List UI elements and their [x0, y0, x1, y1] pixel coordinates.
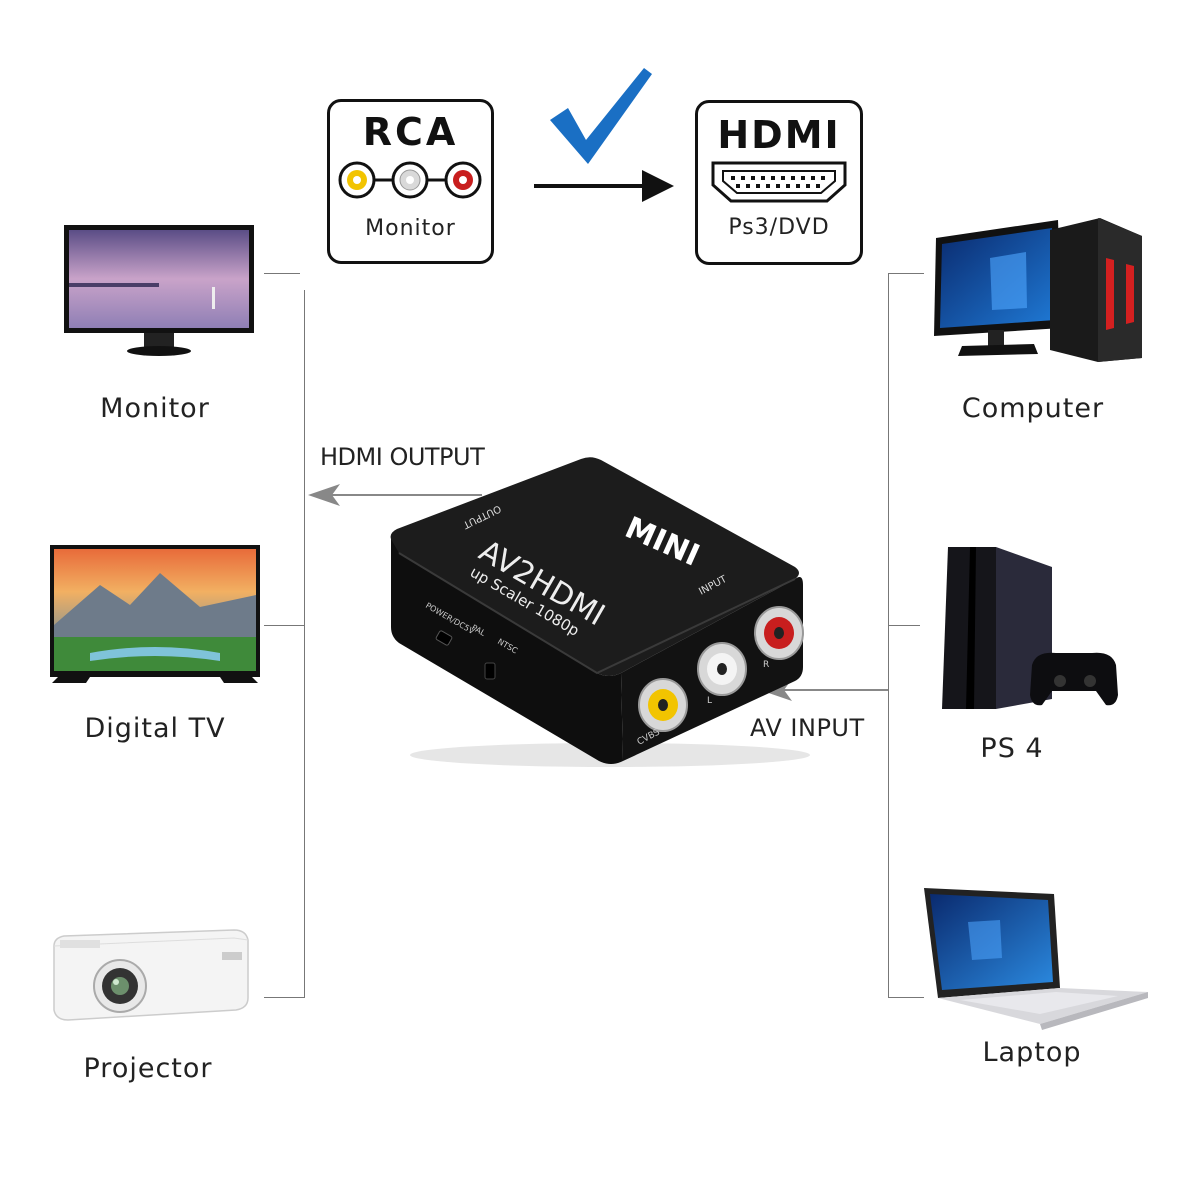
rca-subtitle: Monitor [365, 216, 456, 241]
rca-jack-white-icon [697, 642, 747, 696]
hdmi-connector-box: HDMI Ps3/DVD [695, 100, 863, 265]
rca-jack-red-icon [754, 606, 804, 660]
device-label-monitor: Monitor [100, 393, 210, 424]
left-bracket-line [304, 290, 305, 998]
right-bracket-line [888, 273, 889, 998]
device-label-projector: Projector [83, 1053, 213, 1084]
device-label-ps4: PS 4 [980, 733, 1044, 764]
left-tick-projector [264, 997, 304, 998]
adapter-r-label: R [763, 660, 769, 670]
left-tick-tv [264, 625, 304, 626]
rca-plugs-icon [338, 161, 481, 199]
av-input-label: AV INPUT [750, 714, 865, 742]
device-label-digital-tv: Digital TV [84, 713, 226, 744]
hdmi-subtitle: Ps3/DVD [728, 215, 830, 240]
adapter-l-label: L [707, 696, 712, 706]
checkmark-icon [550, 68, 652, 164]
laptop-icon [924, 888, 1148, 1030]
game-console-icon [942, 547, 1118, 709]
right-tick-computer [888, 273, 924, 274]
rca-jack-yellow-icon [638, 678, 688, 732]
hdmi-output-arrow-icon [308, 484, 482, 506]
rca-title: RCA [362, 110, 459, 154]
right-tick-laptop [888, 997, 924, 998]
projector-icon [53, 929, 249, 1021]
tv-icon [50, 545, 260, 683]
power-port-icon [435, 630, 453, 646]
left-tick-monitor [264, 273, 300, 274]
av2hdmi-adapter-image: MINI AV2HDMI up Scaler 1080p OUTPUT INPU… [390, 457, 810, 767]
rca-connector-box: RCA Monitor [327, 99, 494, 264]
hdmi-port-icon [711, 161, 847, 203]
format-switch-icon [484, 662, 496, 680]
hdmi-output-label: HDMI OUTPUT [320, 443, 485, 471]
conversion-arrow-icon [534, 170, 674, 202]
device-label-laptop: Laptop [982, 1037, 1082, 1068]
desktop-computer-icon [934, 218, 1142, 362]
device-label-computer: Computer [961, 393, 1105, 424]
hdmi-title: HDMI [717, 113, 841, 157]
monitor-icon [64, 225, 254, 356]
right-tick-ps4 [888, 625, 920, 626]
